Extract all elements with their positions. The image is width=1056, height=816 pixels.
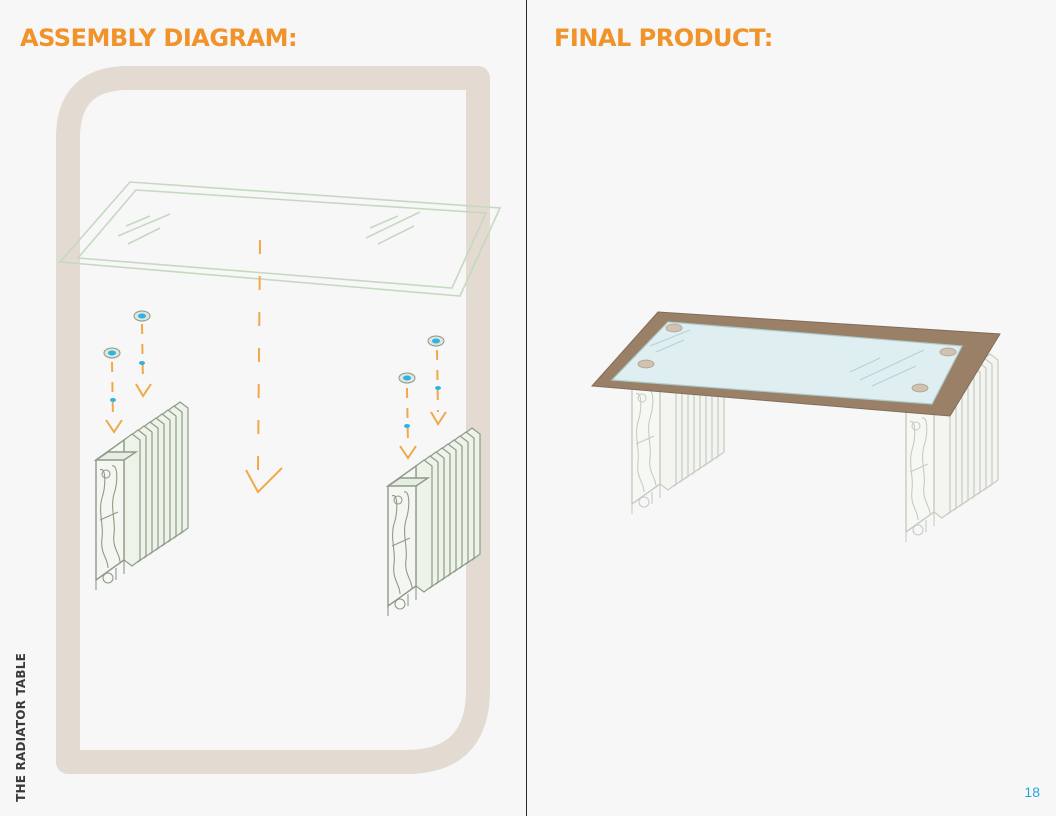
- document-side-label: THE RADIATOR TABLE: [14, 653, 28, 802]
- final-table: [590, 311, 1001, 543]
- right-bolt-caps: [398, 335, 445, 428]
- radiator-left: [95, 401, 189, 591]
- down-arrow-center: [245, 239, 283, 494]
- final-product-heading: FINAL PRODUCT:: [554, 24, 773, 52]
- page-divider: [526, 0, 527, 816]
- table-glass: [610, 321, 963, 405]
- assembly-frame: [56, 66, 490, 774]
- assembly-diagram-heading: ASSEMBLY DIAGRAM:: [20, 24, 298, 52]
- left-bolt-arrows: [105, 323, 152, 434]
- left-bolt-caps: [103, 310, 151, 402]
- glass-bumpers: [637, 323, 957, 393]
- glass-top-outline: [58, 181, 502, 297]
- right-bolt-arrows: [399, 349, 447, 460]
- page-number: 18: [1024, 784, 1040, 800]
